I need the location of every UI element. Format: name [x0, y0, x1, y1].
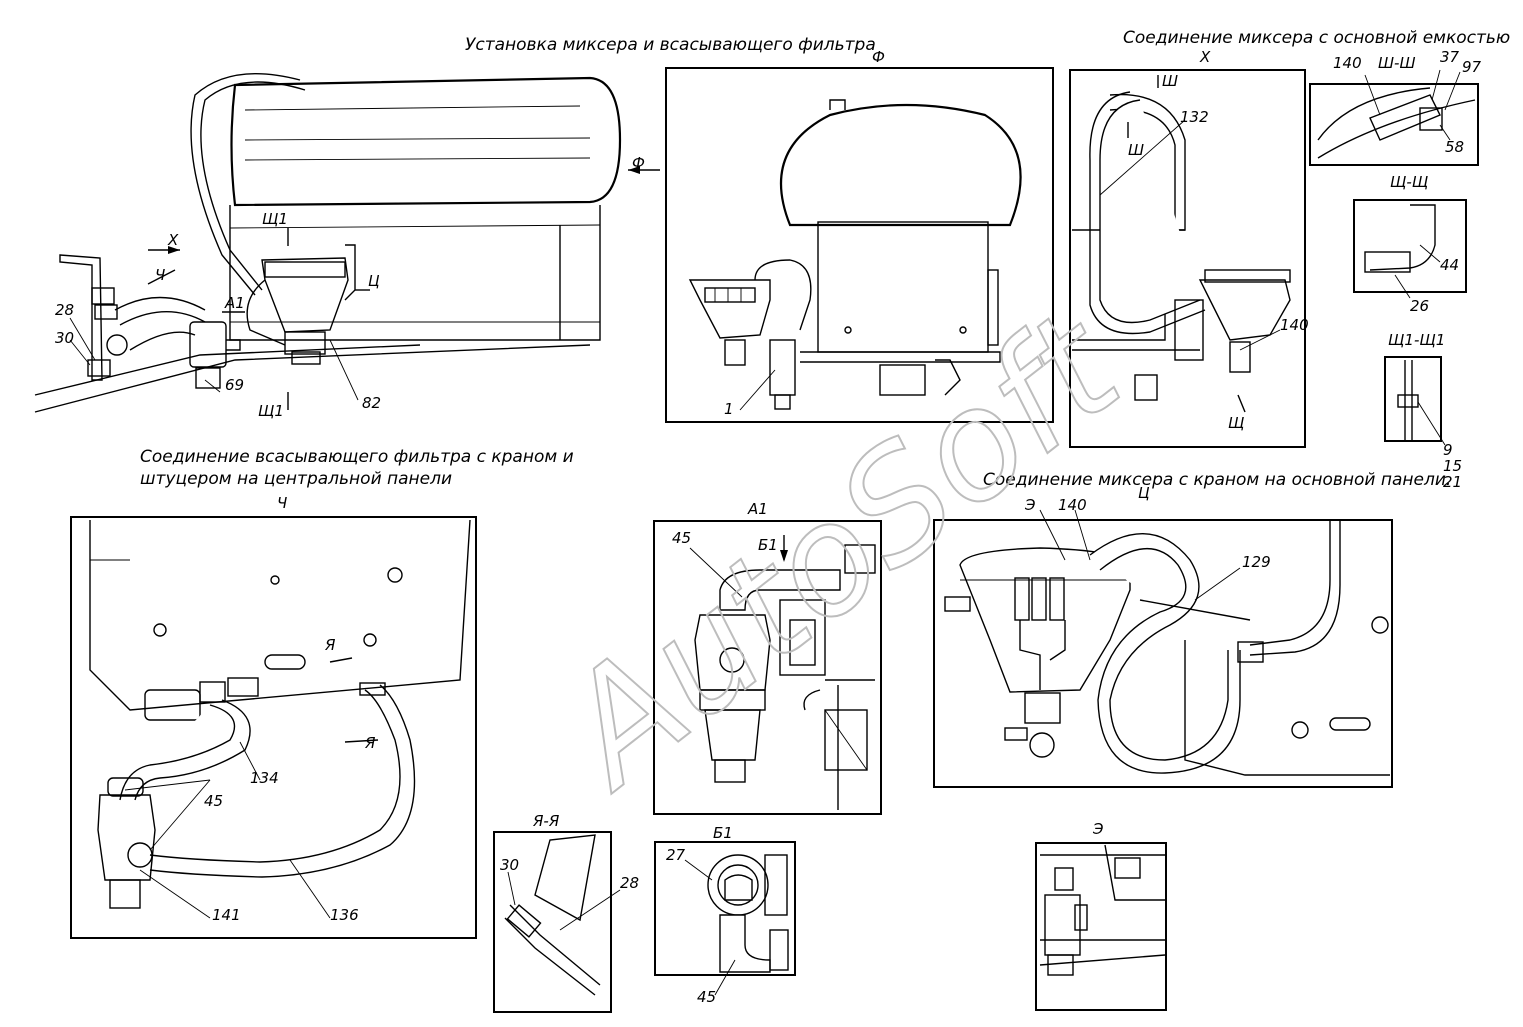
view-a1-frame: [653, 520, 882, 815]
marker-ch: Ч: [155, 266, 165, 284]
title-filter-to-valve-line2: штуцером на центральной панели: [140, 469, 452, 489]
view-sh-sh-frame: [1309, 83, 1479, 166]
part-44: 44: [1440, 256, 1459, 274]
view-kh-drawing: [1072, 75, 1291, 413]
part-97: 97: [1462, 58, 1482, 76]
view-shch-shch-drawing: [1364, 204, 1441, 299]
mixer-view-kh: [1198, 279, 1291, 341]
view-shch1-shch1-title: Щ1-Щ1: [1388, 331, 1445, 349]
view-sh-sh-drawing: [1317, 69, 1476, 159]
main-tank: [230, 76, 622, 207]
part-1: 1: [724, 400, 734, 418]
hose-134: [119, 704, 236, 801]
marker-ya-bottom: Я: [364, 734, 376, 752]
view-ch-frame: [70, 516, 477, 939]
view-e-drawing: [1039, 844, 1166, 976]
part-129: 129: [1242, 553, 1271, 571]
view-shch-shch-frame: [1353, 199, 1467, 293]
view-ya-ya-drawing: [504, 834, 621, 996]
view-sh-sh-title: Ш-Ш: [1378, 54, 1416, 72]
view-shch1-shch1-frame: [1384, 356, 1442, 442]
view-shch1-shch1-drawing: [1397, 360, 1446, 446]
part-15: 15: [1443, 457, 1462, 475]
view-ts-drawing: [944, 509, 1390, 776]
part-30-overview: 30: [55, 329, 74, 347]
view-f-title: Ф: [872, 48, 885, 66]
part-140-kh: 140: [1280, 316, 1309, 334]
view-f-drawing: [688, 99, 1022, 411]
marker-ts: Ц: [368, 272, 380, 290]
mixer-ts: [959, 547, 1131, 693]
title-mixer-install: Установка миксера и всасывающего фильтра: [465, 35, 876, 55]
part-45-b1: 45: [697, 988, 716, 1006]
view-kh-title: Х: [1199, 48, 1211, 66]
overview-assembly: [34, 72, 660, 413]
hose-136: [149, 689, 401, 863]
view-ts-frame: [933, 519, 1393, 788]
title-mixer-to-valve: Соединение миксера с краном на основной …: [983, 470, 1451, 490]
suction-hose-overview: [200, 81, 306, 291]
part-30-ya: 30: [500, 856, 519, 874]
marker-a1: А1: [224, 294, 245, 312]
part-27: 27: [666, 846, 686, 864]
hose-132: [1099, 99, 1201, 324]
part-28-overview: 28: [55, 301, 74, 319]
hose-129: [1089, 533, 1229, 761]
marker-e: Э: [1024, 496, 1036, 514]
view-a1-title: А1: [747, 500, 768, 518]
view-e-frame: [1035, 842, 1167, 1011]
suction-filter-overview: [189, 321, 227, 368]
part-140-sh: 140: [1333, 54, 1362, 72]
tank-dome: [779, 103, 1022, 227]
part-82: 82: [362, 394, 381, 412]
part-37: 37: [1440, 48, 1460, 66]
watermark: AutoSoft: [526, 279, 1153, 822]
elbow-b1: [719, 914, 771, 973]
view-ch-title: Ч: [277, 494, 287, 512]
marker-ya-top: Я: [324, 636, 336, 654]
view-a1-drawing: [689, 535, 876, 810]
view-b1-title: Б1: [713, 824, 733, 842]
part-26: 26: [1410, 297, 1429, 315]
view-b1-frame: [654, 841, 796, 976]
view-ya-ya-title: Я-Я: [532, 812, 560, 830]
title-filter-to-valve-line1: Соединение всасывающего фильтра с краном…: [140, 447, 574, 467]
valve-ch: [144, 689, 201, 721]
suction-filter-ch: [97, 794, 156, 881]
view-kh-frame: [1069, 69, 1306, 448]
part-45-a1: 45: [672, 529, 691, 547]
part-69: 69: [225, 376, 244, 394]
view-ch-drawing: [89, 519, 471, 919]
marker-sh-top: Ш: [1162, 72, 1178, 90]
marker-shch: Щ: [1228, 414, 1244, 432]
marker-b1: Б1: [758, 536, 778, 554]
marker-sh-side: Ш: [1128, 141, 1144, 159]
part-140-ts: 140: [1058, 496, 1087, 514]
mixer-view-f: [688, 279, 771, 339]
part-58: 58: [1445, 138, 1464, 156]
part-9: 9: [1443, 441, 1453, 459]
view-e-title: Э: [1092, 820, 1104, 838]
marker-shch1-bottom: Щ1: [258, 402, 284, 420]
view-f-frame: [665, 67, 1054, 423]
marker-kh: Х: [167, 231, 179, 249]
part-136: 136: [330, 906, 359, 924]
view-ya-ya-frame: [493, 831, 612, 1013]
mixer-overview: [261, 257, 349, 333]
part-141: 141: [212, 906, 241, 924]
view-ts-title: Ц: [1138, 484, 1150, 502]
view-shch-shch-title: Щ-Щ: [1390, 173, 1428, 191]
part-21: 21: [1443, 473, 1462, 491]
part-45-ch: 45: [204, 792, 223, 810]
marker-shch1-top: Щ1: [262, 210, 288, 228]
title-mixer-to-tank: Соединение миксера с основной емкостью: [1123, 28, 1510, 48]
part-28-ya: 28: [620, 874, 639, 892]
part-134: 134: [250, 769, 279, 787]
part-132: 132: [1180, 108, 1209, 126]
marker-f: Ф: [632, 154, 645, 172]
view-b1-drawing: [684, 854, 789, 996]
